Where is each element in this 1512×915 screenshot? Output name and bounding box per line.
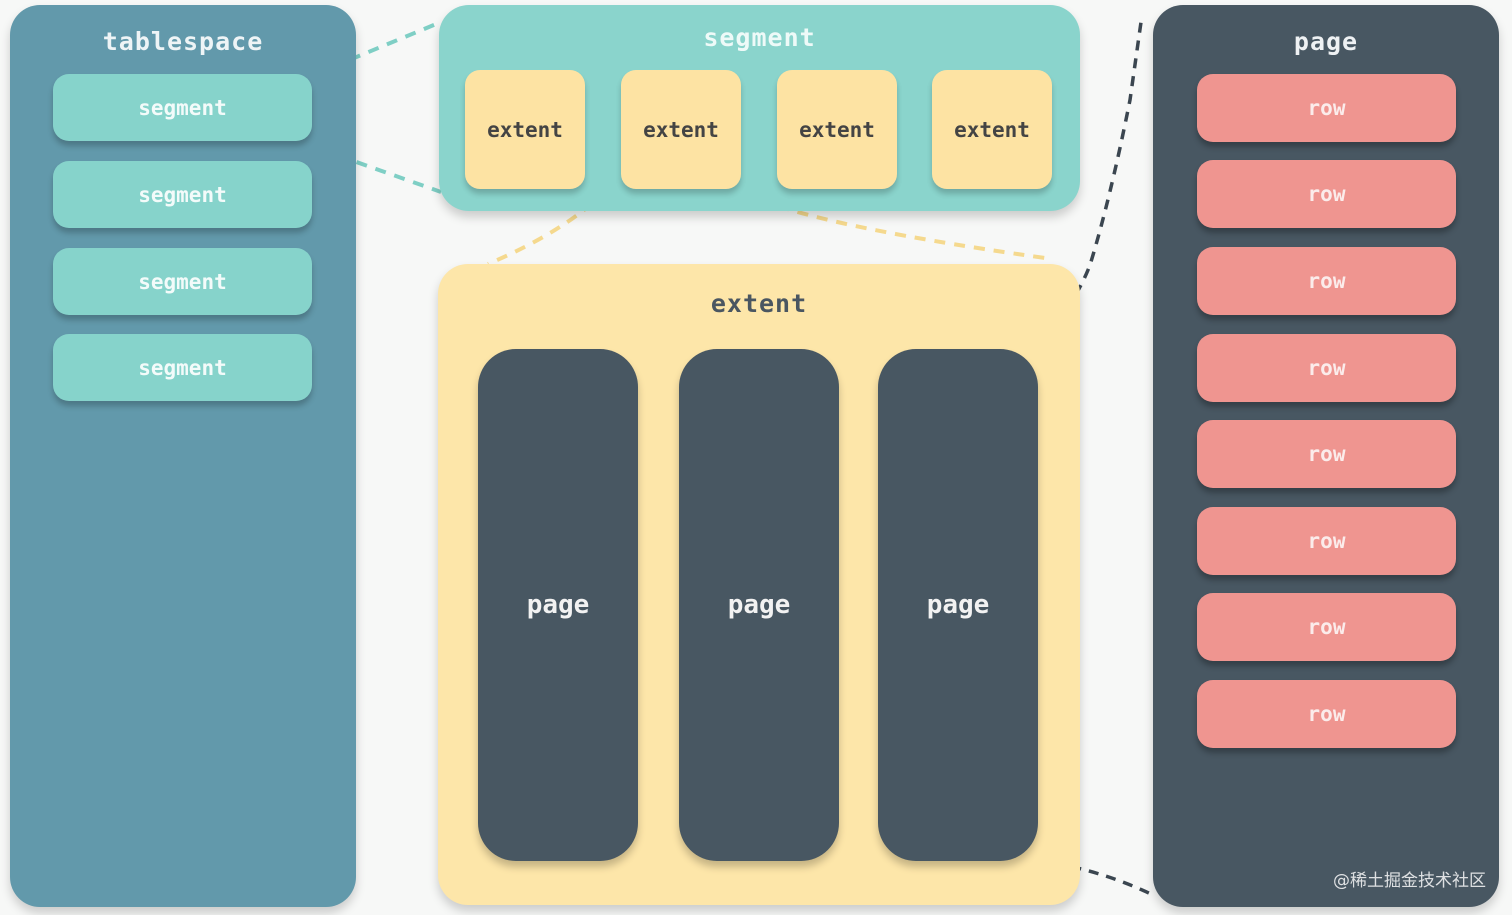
tablespace-segment-item: segment [53, 248, 312, 315]
extent-panel: extent page page page [438, 264, 1080, 905]
watermark-text: @稀土掘金技术社区 [1333, 871, 1486, 891]
segment-extent-item: extent [465, 70, 585, 189]
page-row-item: row [1197, 160, 1456, 228]
extent-page-item: page [478, 349, 638, 861]
extent-page-item: page [679, 349, 839, 861]
page-row-item: row [1197, 507, 1456, 575]
page-panel: page row row row row row row row row [1153, 5, 1499, 907]
page-row-item: row [1197, 593, 1456, 661]
tablespace-segment-item: segment [53, 161, 312, 228]
page-row-item: row [1197, 247, 1456, 315]
tablespace-title: tablespace [102, 27, 264, 56]
page-title: page [1293, 27, 1359, 56]
extent-title: extent [710, 289, 808, 318]
page-row-item: row [1197, 334, 1456, 402]
tablespace-segment-item: segment [53, 74, 312, 141]
segment-extent-item: extent [777, 70, 897, 189]
tablespace-segment-item: segment [53, 334, 312, 401]
page-row-item: row [1197, 420, 1456, 488]
page-row-item: row [1197, 74, 1456, 142]
extent-page-item: page [878, 349, 1038, 861]
segment-extent-item: extent [621, 70, 741, 189]
segment-panel: segment extent extent extent extent [439, 5, 1080, 211]
tablespace-panel: tablespace segment segment segment segme… [10, 5, 356, 907]
page-row-item: row [1197, 680, 1456, 748]
segment-extent-item: extent [932, 70, 1052, 189]
segment-title: segment [703, 23, 816, 52]
